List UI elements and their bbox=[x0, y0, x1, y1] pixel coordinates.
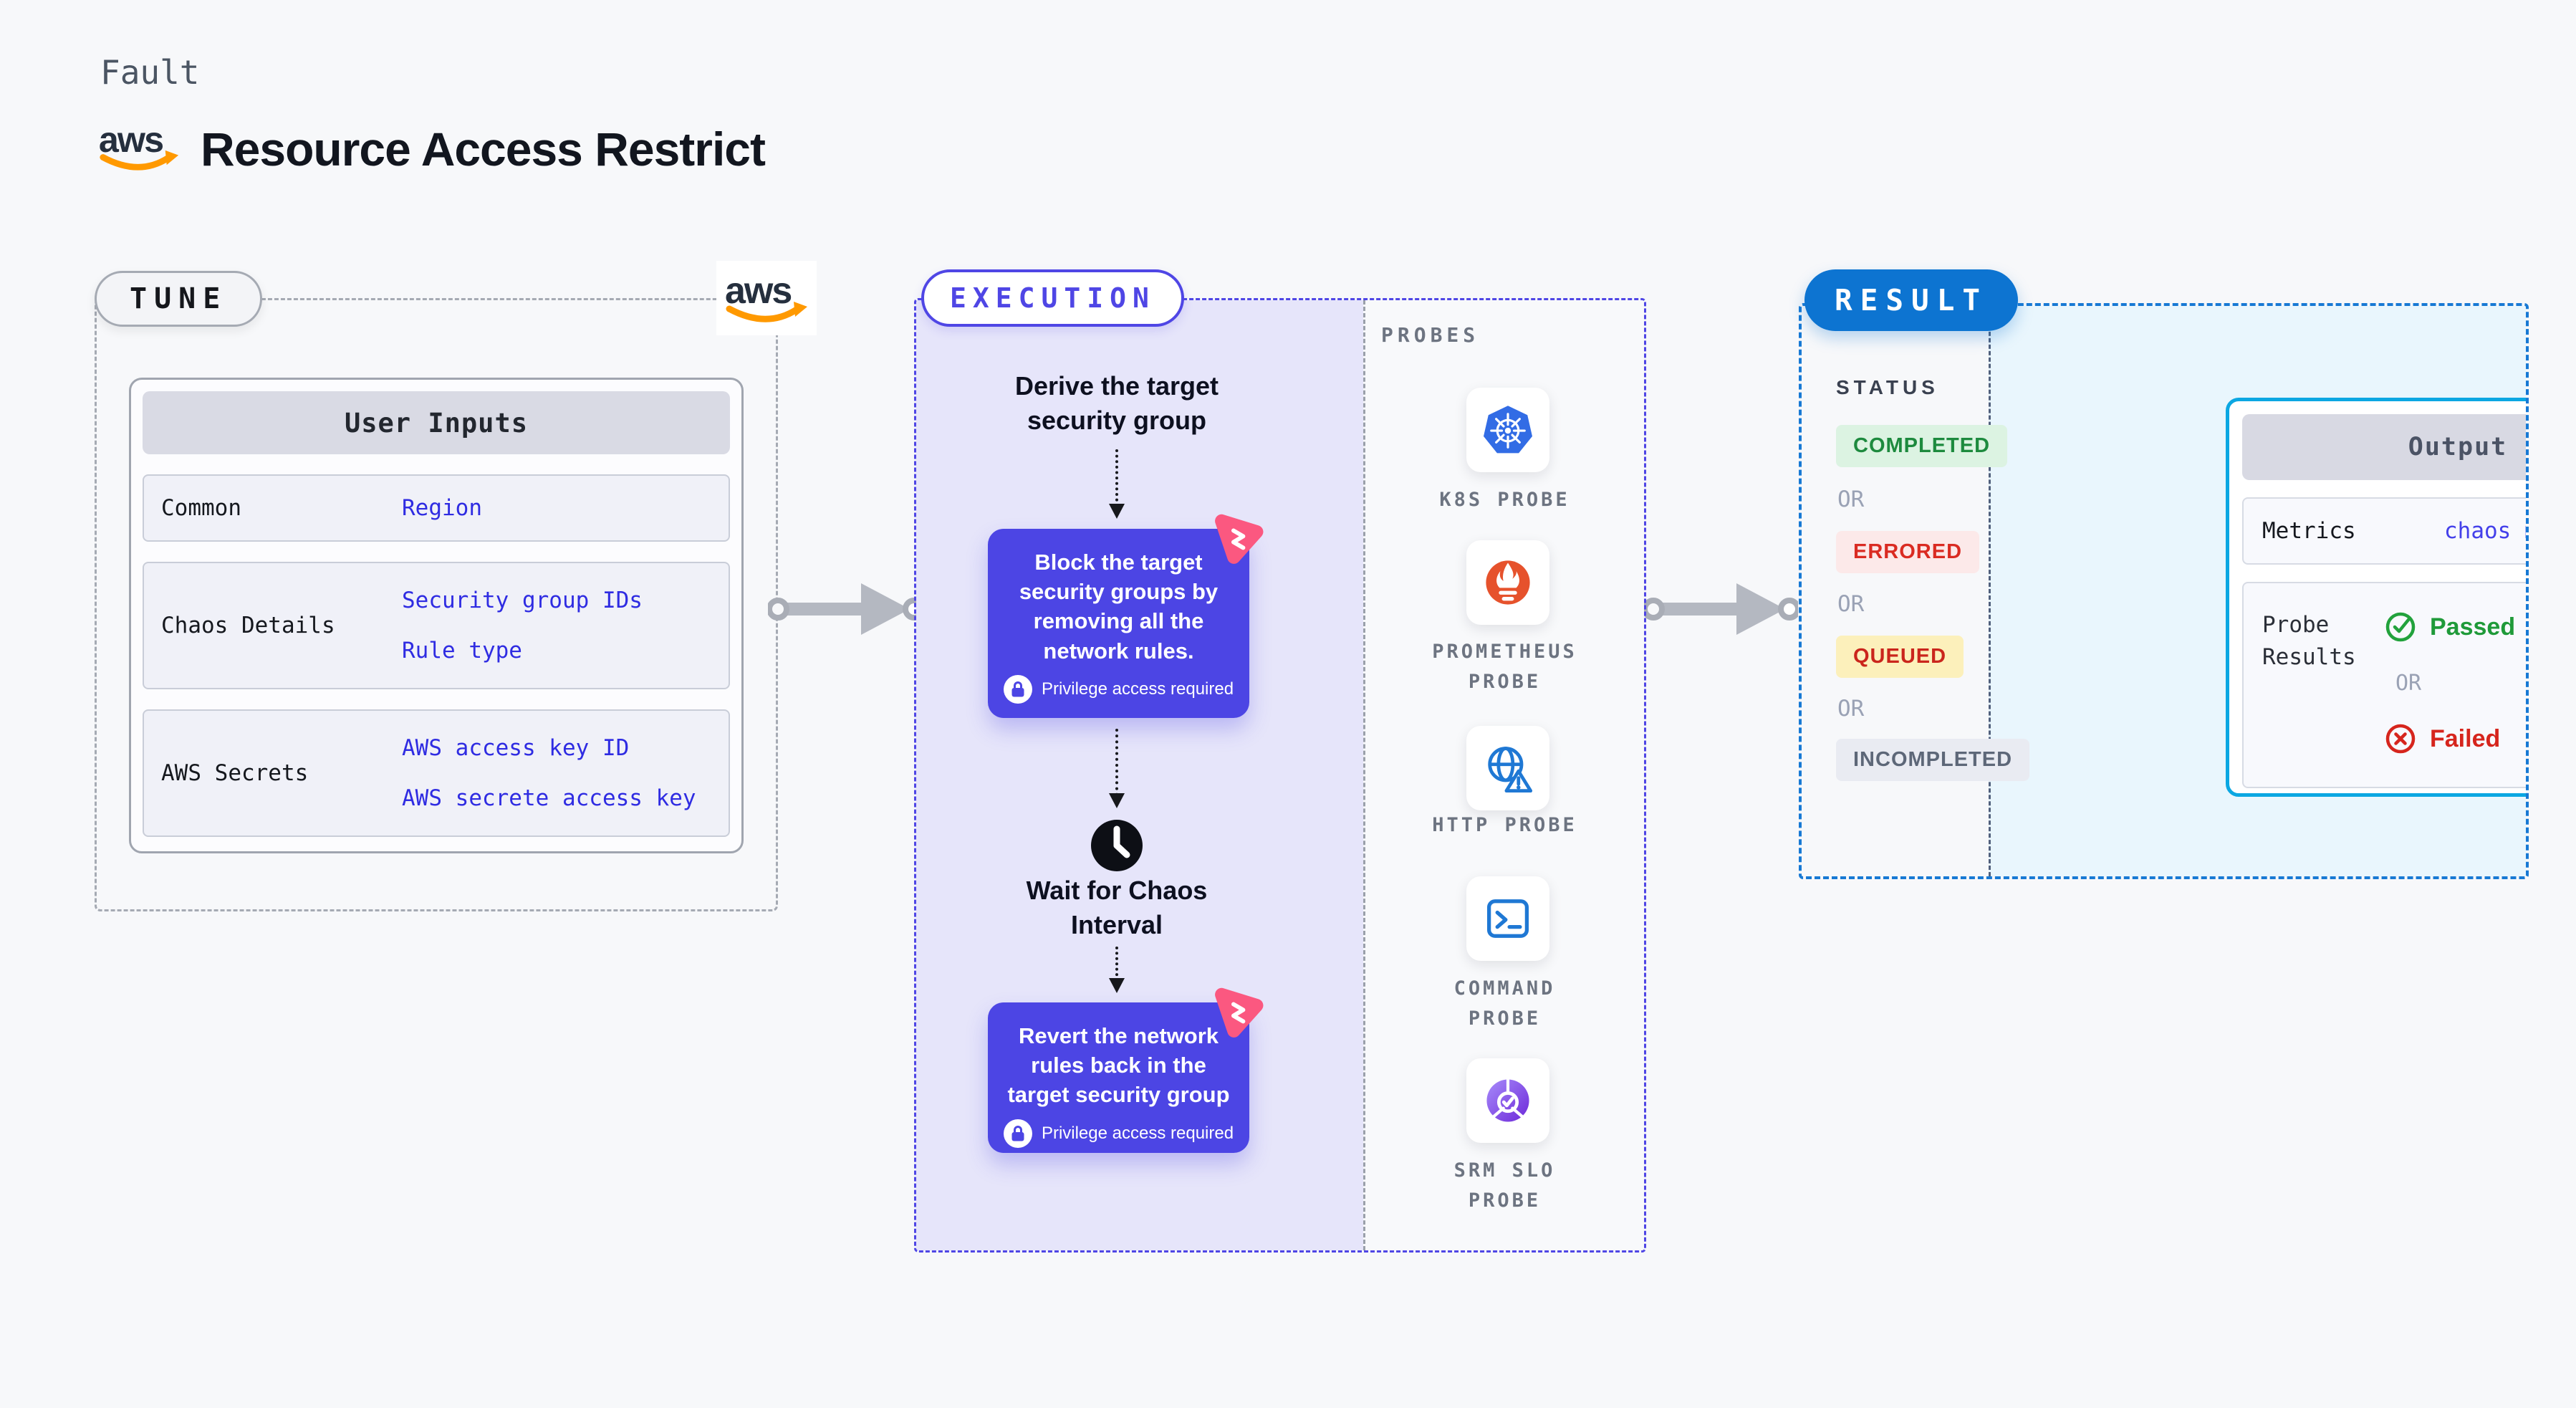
probe-card-command bbox=[1466, 876, 1549, 961]
row-value: Region bbox=[402, 495, 482, 521]
failed-row: Failed bbox=[2384, 722, 2500, 755]
derive-step-label: Derive the target security group bbox=[1014, 371, 1219, 435]
probe-label: PROMETHEUS PROBE bbox=[1432, 641, 1577, 693]
page-title: Resource Access Restrict bbox=[201, 122, 766, 176]
status-title: STATUS bbox=[1836, 376, 1939, 398]
probe-card-k8s bbox=[1466, 388, 1549, 472]
passed-row: Passed bbox=[2384, 610, 2515, 643]
lock-icon bbox=[1003, 674, 1032, 704]
probe-results-label: Probe Results bbox=[2262, 612, 2356, 670]
tune-badge: TUNE bbox=[95, 271, 263, 327]
http-icon bbox=[1488, 747, 1533, 793]
probe-label: COMMAND PROBE bbox=[1453, 977, 1556, 1030]
probes-title: PROBES bbox=[1381, 323, 1480, 347]
aws-logo-icon: aws bbox=[97, 120, 181, 177]
row-label: Common bbox=[161, 495, 241, 521]
probe-label: HTTP PROBE bbox=[1432, 814, 1577, 836]
probes-panel: PROBES K8S PROBE bbox=[1363, 300, 1644, 1250]
row-label: AWS Secrets bbox=[161, 760, 309, 786]
or-label: OR bbox=[2395, 671, 2422, 696]
revert-step-card: Revert the network rules back in the tar… bbox=[988, 987, 1264, 1153]
or-label: OR bbox=[1837, 696, 1865, 722]
probe-card-srm-slo bbox=[1466, 1058, 1549, 1143]
tune-to-execution-arrow-icon bbox=[768, 583, 923, 635]
output-header: Output bbox=[2242, 414, 2526, 480]
output-card: Output Metrics chaos metrics Probe Resul… bbox=[2226, 398, 2526, 797]
status-badge-errored: ERRORED bbox=[1836, 531, 1980, 573]
status-badge-queued: QUEUED bbox=[1836, 636, 1964, 678]
or-label: OR bbox=[1837, 591, 1865, 617]
table-row-chaos-details: Chaos Details Security group IDs Rule ty… bbox=[143, 562, 730, 689]
probe-results-row: Probe Results Passed OR bbox=[2242, 582, 2526, 788]
title-row: aws Resource Access Restrict bbox=[97, 120, 766, 177]
row-label: Chaos Details bbox=[161, 613, 335, 638]
block-step-text: Block the target security groups by remo… bbox=[1019, 550, 1219, 664]
privilege-label: Privilege access required bbox=[1041, 1123, 1234, 1143]
privilege-chip: Privilege access required bbox=[988, 674, 1249, 704]
status-badge-completed: COMPLETED bbox=[1836, 425, 2008, 467]
aws-logo-icon: aws bbox=[716, 261, 817, 335]
table-row-common: Common Region bbox=[143, 474, 730, 542]
clock-icon bbox=[1090, 818, 1144, 876]
metrics-label: Metrics bbox=[2262, 518, 2356, 544]
svg-text:aws: aws bbox=[99, 120, 163, 160]
probe-label: SRM SLO PROBE bbox=[1453, 1159, 1556, 1212]
row-value: AWS secrete access key bbox=[402, 785, 696, 811]
row-value: Rule type bbox=[402, 638, 522, 664]
block-step-card: Block the target security groups by remo… bbox=[988, 514, 1264, 718]
failed-label: Failed bbox=[2430, 724, 2501, 752]
dotted-arrow-icon bbox=[1109, 947, 1125, 993]
privilege-chip: Privilege access required bbox=[988, 1119, 1249, 1148]
metrics-value: chaos metrics bbox=[2444, 518, 2526, 544]
passed-label: Passed bbox=[2430, 613, 2516, 641]
result-badge: RESULT bbox=[1804, 269, 2019, 331]
execution-to-result-arrow-icon bbox=[1643, 583, 1798, 635]
dotted-arrow-icon bbox=[1109, 449, 1125, 519]
row-value: Security group IDs bbox=[402, 588, 643, 613]
command-icon bbox=[1486, 899, 1529, 938]
status-badge-incompleted: INCOMPLETED bbox=[1836, 739, 2030, 781]
user-inputs-header: User Inputs bbox=[143, 391, 730, 454]
revert-step-text: Revert the network rules back in the tar… bbox=[1007, 1023, 1230, 1108]
chaos-logo-icon bbox=[1208, 981, 1268, 1041]
dotted-arrow-icon bbox=[1109, 729, 1125, 808]
table-row-aws-secrets: AWS Secrets AWS access key ID AWS secret… bbox=[143, 709, 730, 837]
or-label: OR bbox=[1837, 487, 1865, 512]
fault-label: Fault bbox=[100, 53, 200, 92]
execution-flow-panel: Derive the target security group Block t… bbox=[916, 300, 1363, 1250]
failed-x-icon bbox=[2385, 724, 2416, 754]
execution-section: Derive the target security group Block t… bbox=[914, 298, 1646, 1253]
row-value: AWS access key ID bbox=[402, 735, 630, 761]
metrics-row: Metrics chaos metrics bbox=[2242, 497, 2526, 565]
srm-slo-icon bbox=[1486, 1078, 1529, 1122]
chaos-logo-icon bbox=[1208, 507, 1268, 567]
user-inputs-table: User Inputs Common Region Chaos Details … bbox=[129, 378, 744, 853]
svg-text:aws: aws bbox=[725, 270, 791, 312]
lock-icon bbox=[1003, 1119, 1032, 1148]
result-section: Output Metrics chaos metrics Probe Resul… bbox=[1799, 303, 2529, 879]
probe-card-http bbox=[1466, 726, 1549, 810]
probe-card-prometheus bbox=[1466, 540, 1549, 625]
privilege-label: Privilege access required bbox=[1041, 679, 1234, 699]
prometheus-icon bbox=[1486, 560, 1530, 605]
passed-check-icon bbox=[2385, 612, 2416, 642]
kubernetes-icon bbox=[1484, 406, 1532, 454]
wait-step-label: Wait for Chaos Interval bbox=[1026, 876, 1208, 939]
result-output-panel: Output Metrics chaos metrics Probe Resul… bbox=[1989, 306, 2526, 876]
probe-label: K8S PROBE bbox=[1439, 489, 1570, 511]
execution-badge: EXECUTION bbox=[921, 269, 1184, 327]
